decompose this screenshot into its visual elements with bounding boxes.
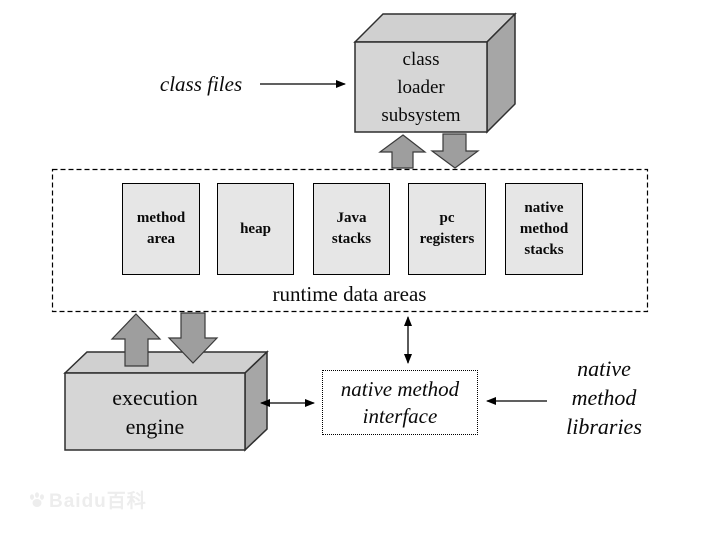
- class-loader-front-face: [354, 41, 488, 133]
- native-method-libraries-line1: native: [577, 356, 631, 381]
- native-method-interface-line1: native method: [340, 376, 460, 401]
- classloader-to-runtime-down-block-arrow: [430, 133, 480, 169]
- runtime-data-areas-label: runtime data areas: [272, 282, 427, 306]
- class-loader-label-line3: subsystem: [381, 105, 461, 126]
- runtime-box-java-stacks: Java stacks: [313, 183, 390, 275]
- baidu-paw-icon: [30, 491, 44, 507]
- execution-engine-label: execution engine: [65, 373, 245, 450]
- baidu-watermark: Baidu百科: [28, 486, 147, 513]
- native-method-libraries-label: native method libraries: [548, 354, 660, 441]
- runtime-to-execution-down-block-arrow: [167, 312, 219, 364]
- native-method-libraries-line3: libraries: [566, 414, 642, 439]
- execution-to-runtime-up-block-arrow: [110, 313, 162, 367]
- baidu-watermark-text: Baidu百科: [49, 491, 147, 512]
- class-files-label: class files: [159, 72, 243, 96]
- runtime-box-heap: heap: [217, 183, 294, 275]
- native-method-libraries-line2: method: [571, 385, 637, 410]
- class-loader-label-line2: loader: [397, 77, 445, 98]
- execution-engine-top-face: [63, 351, 269, 374]
- execution-engine-label-line1: execution: [112, 384, 198, 410]
- runtime-data-areas-container: [51, 168, 649, 313]
- execution-engine-front-face: [64, 372, 246, 451]
- class-loader-label: class loader subsystem: [355, 45, 487, 131]
- runtime-box-pc-registers: pc registers: [408, 183, 486, 275]
- native-method-interface-line2: interface: [362, 403, 438, 428]
- native-method-interface-box: native method interface: [322, 370, 478, 435]
- class-loader-label-line1: class: [402, 49, 440, 70]
- runtime-box-native-method-stacks: native method stacks: [505, 183, 583, 275]
- runtime-to-classloader-up-block-arrow: [378, 134, 427, 169]
- execution-engine-label-line2: engine: [125, 413, 185, 439]
- runtime-box-method-area: method area: [122, 183, 200, 275]
